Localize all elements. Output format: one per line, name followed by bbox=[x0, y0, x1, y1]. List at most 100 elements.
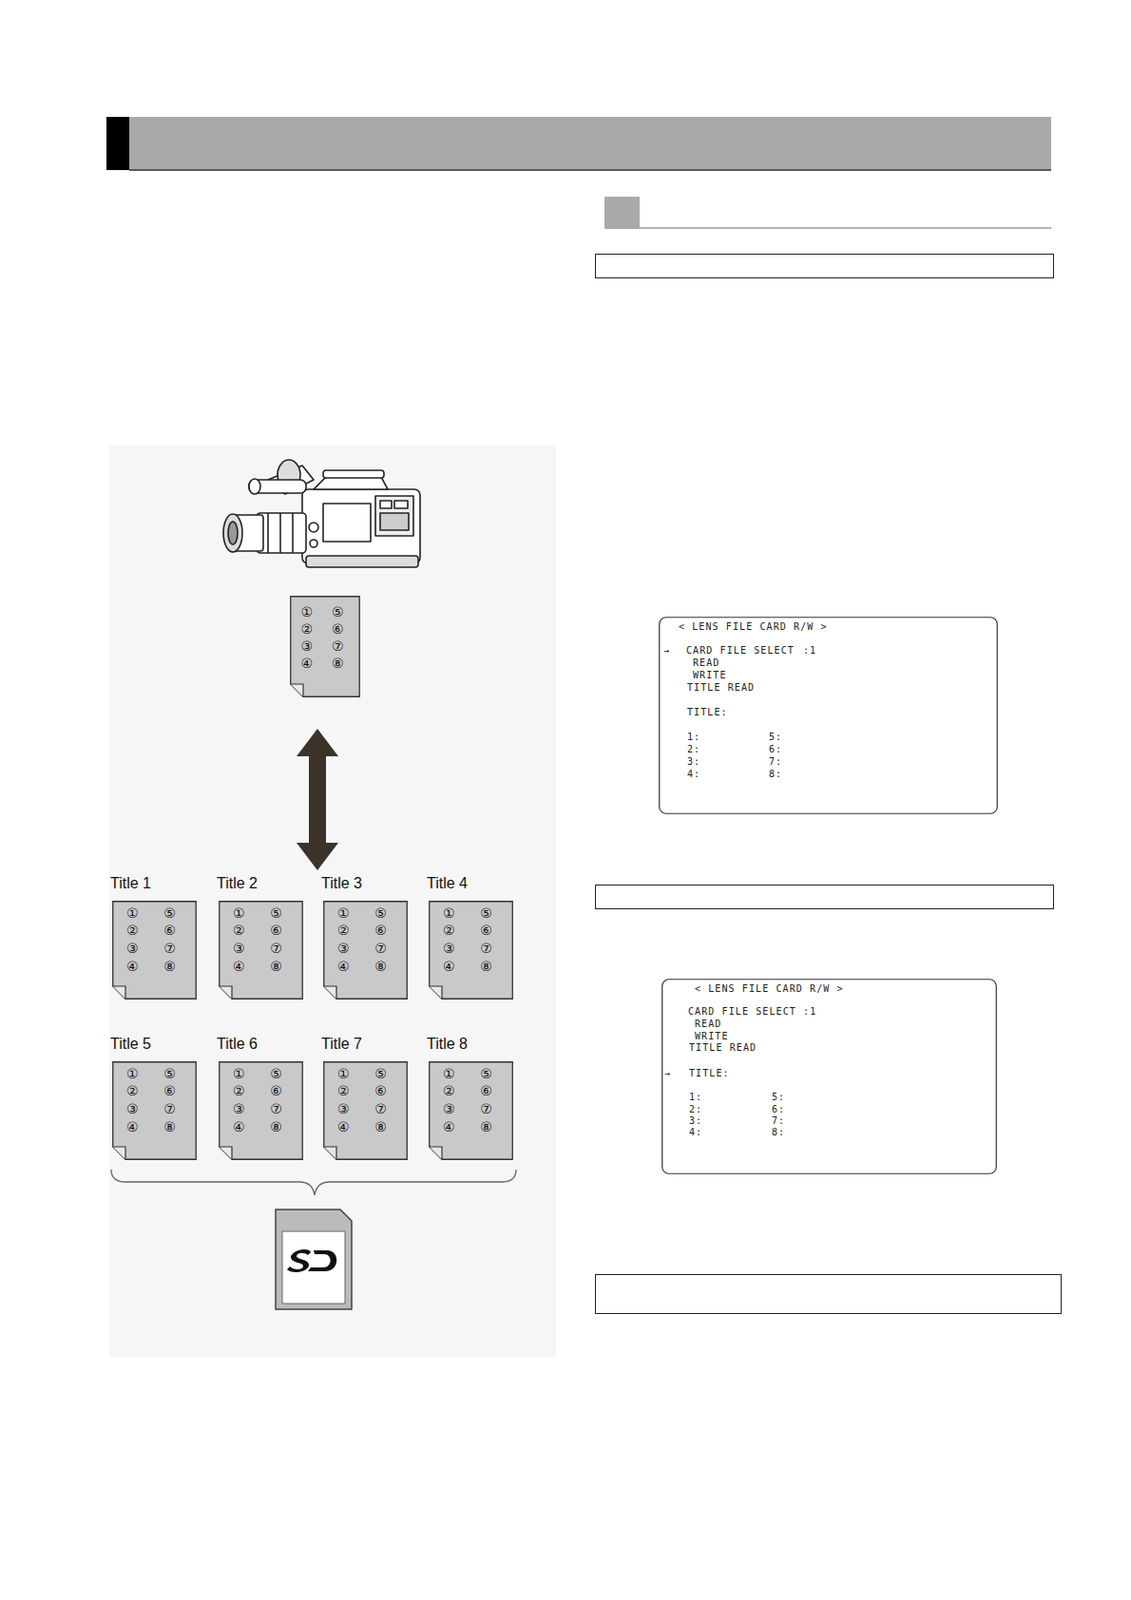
screen-text: 7: bbox=[768, 756, 783, 768]
setting-number: ③ bbox=[300, 638, 313, 654]
screen-text: READ bbox=[692, 657, 720, 670]
setting-number: ② bbox=[442, 922, 456, 939]
setting-number: ④ bbox=[126, 1119, 139, 1135]
setting-number: ③ bbox=[126, 1101, 139, 1117]
setting-number: ⑦ bbox=[331, 638, 345, 654]
screen-text: WRITE bbox=[694, 1031, 729, 1043]
setting-number: ⑧ bbox=[163, 958, 176, 975]
title-label: Title 3 bbox=[321, 875, 363, 893]
screen-text: 2: bbox=[689, 1104, 703, 1116]
screen-text: 6: bbox=[771, 1104, 786, 1116]
setting-number: ⑧ bbox=[479, 1119, 493, 1135]
file-card: ①⑤②⑥③⑦④⑧ bbox=[289, 595, 361, 698]
setting-number: ① bbox=[126, 905, 139, 921]
setting-number: ⑧ bbox=[163, 1119, 176, 1135]
screen-text: < LENS FILE CARD R/W > bbox=[678, 621, 828, 633]
setting-number: ⑦ bbox=[374, 1101, 387, 1117]
setting-number: ① bbox=[337, 1066, 350, 1082]
setting-number: ⑤ bbox=[374, 905, 387, 921]
setting-number: ⑥ bbox=[269, 922, 283, 939]
note-box bbox=[595, 1275, 1062, 1315]
screen-text: CARD FILE SELECT bbox=[686, 645, 795, 657]
setting-number: ⑤ bbox=[163, 905, 176, 921]
sd-card bbox=[275, 1209, 352, 1310]
setting-number: ⑤ bbox=[479, 905, 493, 921]
camcorder-illustration bbox=[223, 460, 421, 568]
screen-text: TITLE: bbox=[689, 1068, 730, 1080]
setting-number: ④ bbox=[442, 1119, 456, 1135]
heading-box bbox=[595, 885, 1055, 910]
setting-number: ⑤ bbox=[269, 905, 283, 921]
file-card: Title 3①⑤②⑥③⑦④⑧ bbox=[323, 900, 408, 1000]
setting-number: ① bbox=[232, 1066, 246, 1082]
setting-number: ⑦ bbox=[163, 1101, 176, 1117]
title-label: Title 4 bbox=[426, 875, 468, 893]
file-card: Title 2①⑤②⑥③⑦④⑧ bbox=[218, 900, 304, 1000]
setting-number: ⑤ bbox=[374, 1066, 387, 1082]
file-card-shape bbox=[112, 900, 197, 1000]
setting-number: ⑦ bbox=[374, 940, 387, 957]
setting-number: ② bbox=[442, 1083, 456, 1099]
setting-number: ② bbox=[232, 922, 246, 939]
setting-number: ④ bbox=[232, 958, 246, 975]
setting-number: ④ bbox=[232, 1119, 246, 1135]
file-card-shape bbox=[428, 1061, 514, 1161]
setting-number: ⑤ bbox=[163, 1066, 176, 1082]
file-card-shape bbox=[218, 900, 304, 1000]
screen-text: :1 bbox=[803, 645, 817, 657]
screen-text: 8: bbox=[768, 768, 783, 781]
setting-number: ⑥ bbox=[269, 1083, 283, 1099]
screen-text: 1: bbox=[689, 1092, 703, 1104]
setting-number: ① bbox=[442, 905, 456, 921]
setting-number: ④ bbox=[442, 958, 456, 975]
screen-text: 4: bbox=[689, 1127, 703, 1139]
file-card-shape bbox=[428, 900, 514, 1000]
screen-text: 3: bbox=[689, 1115, 703, 1128]
setting-number: ⑤ bbox=[331, 604, 345, 620]
title-label: Title 8 bbox=[426, 1035, 468, 1054]
file-card-shape bbox=[323, 900, 408, 1000]
setting-number: ⑤ bbox=[269, 1066, 283, 1082]
setting-number: ⑥ bbox=[331, 621, 345, 637]
screen-text: 1: bbox=[687, 731, 701, 744]
screen-text: 5: bbox=[768, 731, 783, 744]
setting-number: ① bbox=[232, 905, 246, 921]
setting-number: ③ bbox=[442, 1101, 456, 1117]
screen-text: 4: bbox=[687, 768, 701, 781]
screen-text: READ bbox=[694, 1018, 722, 1031]
setting-number: ① bbox=[337, 905, 350, 921]
screen-text: CARD FILE SELECT :1 bbox=[688, 1006, 817, 1018]
setting-number: ⑧ bbox=[479, 958, 493, 975]
setting-number: ④ bbox=[126, 958, 139, 975]
file-card-shape bbox=[218, 1061, 304, 1161]
setting-number: ⑥ bbox=[374, 922, 387, 939]
setting-number: ① bbox=[442, 1066, 456, 1082]
setting-number: ⑧ bbox=[331, 655, 345, 671]
setting-number: ⑥ bbox=[479, 922, 493, 939]
screen-text: WRITE bbox=[692, 670, 728, 682]
setting-number: ③ bbox=[232, 940, 246, 957]
screen-text: 8: bbox=[771, 1127, 786, 1139]
setting-number: ⑧ bbox=[269, 958, 283, 975]
setting-number: ② bbox=[337, 922, 350, 939]
setting-number: ⑦ bbox=[479, 1101, 493, 1117]
file-card-shape bbox=[289, 595, 361, 698]
setting-number: ① bbox=[126, 1066, 139, 1082]
file-card: Title 7①⑤②⑥③⑦④⑧ bbox=[323, 1061, 408, 1161]
setting-number: ⑥ bbox=[163, 1083, 176, 1099]
section-marker bbox=[604, 196, 640, 230]
file-card: Title 6①⑤②⑥③⑦④⑧ bbox=[218, 1061, 304, 1161]
screen-text: 2: bbox=[687, 744, 701, 756]
setting-number: ⑧ bbox=[374, 1119, 387, 1135]
setting-number: ② bbox=[232, 1083, 246, 1099]
setting-number: ⑦ bbox=[269, 940, 283, 957]
screen-text: → bbox=[663, 645, 671, 657]
setting-number: ② bbox=[300, 621, 313, 637]
setting-number: ③ bbox=[126, 940, 139, 957]
setting-number: ② bbox=[126, 922, 139, 939]
setting-number: ⑥ bbox=[163, 922, 176, 939]
transfer-arrow bbox=[296, 728, 339, 871]
screen-text: 6: bbox=[768, 744, 783, 756]
title-label: Title 2 bbox=[216, 875, 258, 893]
